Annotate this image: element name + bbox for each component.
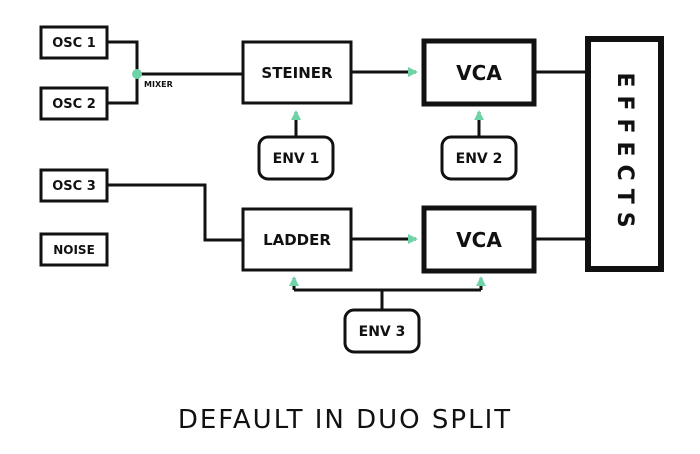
node-osc1-label: OSC 1: [52, 36, 96, 51]
node-steiner: STEINER: [241, 40, 353, 105]
node-env2-label: ENV 2: [456, 151, 503, 167]
node-osc3-label: OSC 3: [52, 179, 96, 194]
node-osc2: OSC 2: [39, 86, 109, 121]
node-osc1: OSC 1: [39, 25, 109, 60]
wire-osc1-mixer: [107, 40, 139, 74]
node-env3: ENV 3: [343, 308, 421, 354]
node-env2: ENV 2: [440, 135, 518, 181]
node-ladder: LADDER: [241, 207, 353, 272]
node-vca-top: VCA: [421, 38, 537, 107]
node-steiner-label: STEINER: [261, 64, 333, 82]
node-effects: EFFECTS: [585, 36, 664, 272]
node-effects-label: EFFECTS: [612, 72, 637, 235]
node-noise-label: NOISE: [53, 243, 95, 257]
connection-lines: [107, 40, 588, 310]
node-vca-bottom: VCA: [421, 205, 537, 274]
node-env1-label: ENV 1: [273, 151, 320, 167]
mixer-junction-dot: [132, 69, 142, 79]
mixer-label: MIXER: [144, 80, 173, 89]
wire-osc2-mixer: [107, 74, 139, 105]
node-ladder-label: LADDER: [263, 231, 331, 249]
node-env1: ENV 1: [257, 135, 335, 181]
node-osc2-label: OSC 2: [52, 97, 96, 112]
node-vca-bottom-label: VCA: [456, 228, 502, 252]
node-osc3: OSC 3: [39, 168, 109, 203]
diagram-title: DEFAULT IN DUO SPLIT: [178, 405, 512, 435]
node-env3-label: ENV 3: [359, 324, 406, 340]
wire-osc3-ladder: [107, 183, 243, 242]
node-vca-top-label: VCA: [456, 61, 502, 85]
node-noise: NOISE: [39, 232, 109, 267]
